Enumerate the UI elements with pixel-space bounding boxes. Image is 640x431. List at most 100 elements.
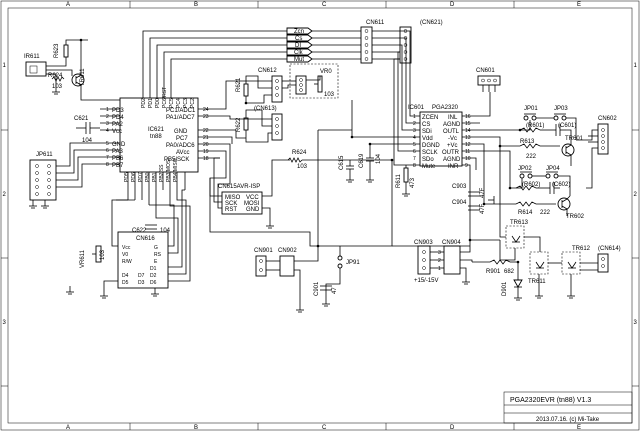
r622-label: R622 [236, 117, 242, 132]
r621-label: R621 [236, 77, 242, 92]
tr601-label: TR601 [565, 136, 584, 142]
isp-sck: SCK [225, 201, 237, 207]
c602-label: (C602) [552, 182, 570, 188]
vr0-label: VR0 [320, 69, 332, 75]
c901-label: C901 [314, 281, 320, 296]
bus-mut: Mut [294, 57, 304, 63]
svg-text:PC6/RST: PC6/RST [162, 87, 168, 108]
ground-symbol [52, 88, 60, 95]
cn615-isp [221, 191, 263, 215]
svg-text:PC1/ADC1: PC1/ADC1 [166, 108, 196, 114]
svg-text:GND: GND [112, 142, 126, 148]
c903-label: C903 [452, 184, 467, 190]
bus-di: DI [295, 43, 301, 49]
row-1-left: 1 [3, 63, 7, 69]
ic601-right-pin-numbers: 16 15 14 13 12 11 10 9 [465, 114, 471, 169]
c621-capacitor [76, 122, 100, 134]
jp01-jumper [523, 113, 537, 121]
ic621-part: tn88 [150, 134, 162, 140]
jp04-label: JP04 [546, 166, 560, 172]
bus-zcn: Zcn [294, 29, 304, 35]
r611-resistor [403, 167, 409, 183]
row-2-left: 2 [3, 192, 7, 198]
cn902-header [279, 255, 295, 277]
r613-label: R613 [520, 139, 535, 145]
d901-label: D901 [502, 281, 508, 296]
cn902-label: CN902 [278, 248, 297, 254]
col-a-top: A [66, 2, 70, 8]
ground-symbol [346, 176, 410, 197]
cn904-label: CN904 [442, 240, 461, 246]
tr612-relay [561, 251, 581, 275]
r624b-resistor [287, 157, 303, 163]
col-e-bottom: E [577, 425, 581, 431]
svg-text:D2: D2 [150, 273, 157, 279]
c619-capacitor [366, 144, 374, 176]
jp611-header [29, 159, 57, 201]
junction-dots [79, 38, 522, 264]
isp-wires [209, 143, 290, 222]
r901-label: R901 [486, 269, 501, 275]
svg-text:4: 4 [106, 128, 109, 134]
svg-text:PD1: PD1 [148, 98, 154, 108]
col-e-top: E [577, 2, 581, 8]
c621-value: 104 [82, 138, 93, 144]
r614-value: 222 [540, 210, 551, 216]
r611-value: 473 [410, 177, 416, 188]
svg-text:RS: RS [154, 252, 162, 258]
vr611-label: VR611 [80, 249, 86, 268]
svg-text:Vcc: Vcc [122, 245, 131, 251]
r901-value: 682 [504, 269, 515, 275]
cn602-label: CN602 [598, 116, 617, 122]
c901-value: 47 [332, 287, 338, 294]
jp03-label: JP03 [554, 106, 568, 112]
row-3-right: 3 [634, 320, 638, 326]
svg-text:D5: D5 [122, 280, 129, 286]
c904-capacitor [468, 205, 480, 211]
svg-text:ZCEN: ZCEN [422, 115, 438, 121]
cn615-label: CN615AVR-ISP [218, 184, 260, 190]
svg-text:INL: INL [448, 115, 458, 121]
cn612-wires [220, 75, 272, 143]
svg-text:AGND: AGND [443, 157, 461, 163]
svg-text:5: 5 [413, 142, 416, 148]
r624b-label: R624 [292, 150, 307, 156]
cn904-header [443, 245, 461, 275]
d901-led-icon [513, 262, 523, 294]
ground-symbol [514, 292, 575, 301]
r621-resistor [243, 83, 249, 97]
svg-text:10: 10 [465, 156, 471, 162]
ic601-name: IC601 [408, 105, 425, 111]
r623-resistor [63, 44, 69, 58]
cn613-header [271, 113, 283, 141]
tr611b-label: TR611 [528, 279, 546, 285]
svg-text:6: 6 [413, 149, 416, 155]
svg-text:SCLK: SCLK [422, 150, 438, 156]
svg-text:PB4/MISO: PB4/MISO [173, 158, 179, 182]
svg-text:-Vc: -Vc [448, 136, 457, 142]
svg-text:D7: D7 [138, 273, 145, 279]
svg-text:PC4: PC4 [176, 98, 182, 108]
tr613-label: TR613 [510, 220, 529, 226]
svg-text:19: 19 [203, 149, 209, 155]
cn611-header [360, 26, 373, 64]
ic621-right-pins: PC1/ADC1 PA1/ADC7 GND PC7 PA0/ADC6 AVcc … [164, 108, 196, 163]
cn602-header [597, 123, 609, 155]
jp02-label: JP02 [518, 166, 532, 172]
col-a-bottom: A [66, 425, 70, 431]
ground-symbol [488, 196, 495, 204]
jp611-label: JP611 [36, 152, 53, 158]
svg-text:CS: CS [422, 122, 430, 128]
col-b-top: B [194, 2, 198, 8]
svg-text:PC7: PC7 [176, 136, 188, 142]
lcd-name: CN616 [136, 236, 155, 242]
row-3-left: 3 [3, 320, 7, 326]
tr612-label: TR612 [572, 246, 591, 252]
svg-text:PA2: PA2 [112, 122, 124, 128]
svg-text:2: 2 [106, 114, 109, 120]
svg-text:9: 9 [465, 163, 468, 169]
col-b-bottom: B [194, 425, 198, 431]
svg-text:AVcc: AVcc [176, 150, 190, 156]
